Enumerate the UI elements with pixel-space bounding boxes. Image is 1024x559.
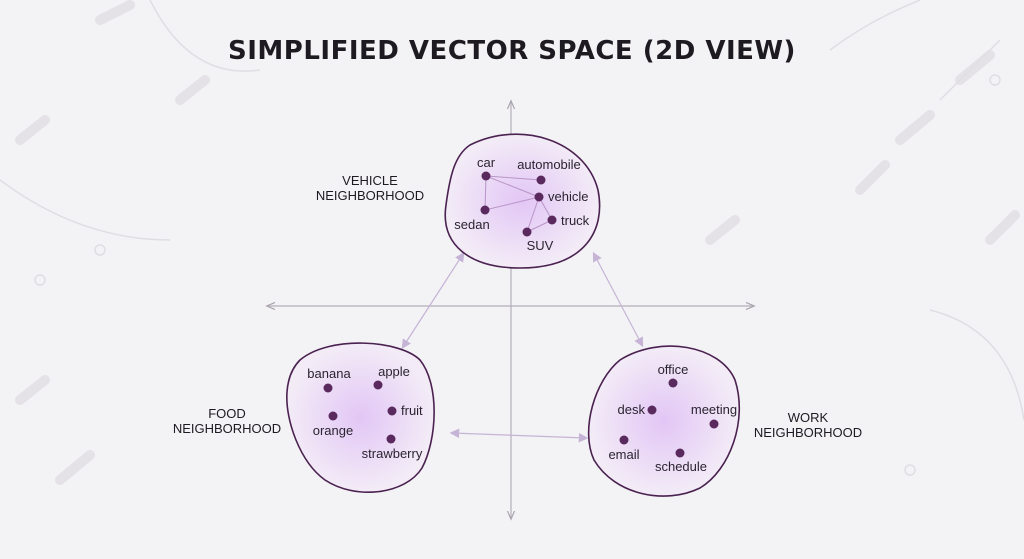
word-point-orange xyxy=(328,411,338,421)
background-lines xyxy=(0,0,1024,476)
word-label-office: office xyxy=(658,362,689,377)
label-line: VEHICLE xyxy=(342,173,398,188)
diagram-title: SIMPLIFIED VECTOR SPACE (2D VIEW) xyxy=(228,36,796,66)
arrow-vehicle-food xyxy=(401,251,465,350)
word-label-strawberry: strawberry xyxy=(362,446,423,461)
word-point-schedule xyxy=(675,448,685,458)
label-line: NEIGHBORHOOD xyxy=(172,421,282,436)
arrow-vehicle-work xyxy=(592,251,644,348)
label-line: WORK xyxy=(787,410,829,425)
word-label-automobile: automobile xyxy=(517,157,581,172)
food-neighborhood-label: FOOD NEIGHBORHOOD xyxy=(157,406,297,436)
word-label-car: car xyxy=(477,155,496,170)
word-point-automobile xyxy=(536,175,546,185)
word-point-sedan xyxy=(480,205,490,215)
word-point-desk xyxy=(647,405,657,415)
arrow-food-work xyxy=(449,428,589,443)
word-point-vehicle xyxy=(534,192,544,202)
word-point-banana xyxy=(323,383,333,393)
word-point-car xyxy=(481,171,491,181)
work-cluster-outline xyxy=(587,345,741,497)
word-label-fruit: fruit xyxy=(401,403,423,418)
word-point-apple xyxy=(373,380,383,390)
word-label-schedule: schedule xyxy=(655,459,707,474)
vehicle-neighborhood-label: VEHICLE NEIGHBORHOOD xyxy=(300,173,440,203)
word-label-meeting: meeting xyxy=(691,402,737,417)
word-label-banana: banana xyxy=(307,366,351,381)
word-label-sedan: sedan xyxy=(454,217,489,232)
label-line: NEIGHBORHOOD xyxy=(753,425,863,440)
word-label-vehicle: vehicle xyxy=(548,189,588,204)
work-neighborhood-label: WORK NEIGHBORHOOD xyxy=(738,410,878,440)
word-label-orange: orange xyxy=(313,423,353,438)
word-point-truck xyxy=(547,215,557,225)
word-point-fruit xyxy=(387,406,397,416)
word-label-email: email xyxy=(608,447,639,462)
food-cluster-outline xyxy=(286,342,435,493)
word-point-meeting xyxy=(709,419,719,429)
label-line: NEIGHBORHOOD xyxy=(315,188,425,203)
word-label-apple: apple xyxy=(378,364,410,379)
word-point-office xyxy=(668,378,678,388)
word-point-strawberry xyxy=(386,434,396,444)
label-line: FOOD xyxy=(208,406,246,421)
word-label-suv: SUV xyxy=(527,238,554,253)
word-label-truck: truck xyxy=(561,213,590,228)
word-point-email xyxy=(619,435,629,445)
vehicle-edges xyxy=(484,175,553,233)
word-point-suv xyxy=(522,227,532,237)
word-label-desk: desk xyxy=(618,402,646,417)
